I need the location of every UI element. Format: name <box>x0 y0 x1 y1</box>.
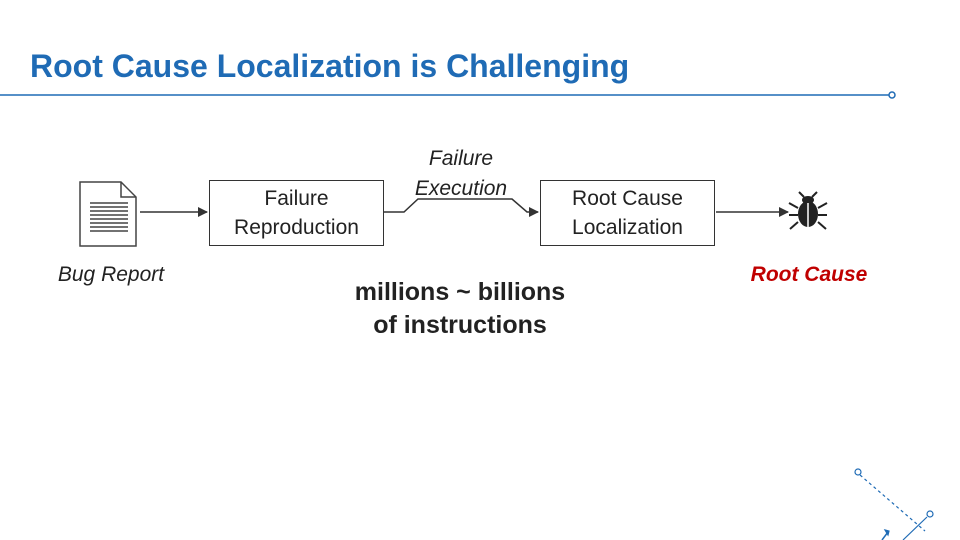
document-icon <box>79 181 137 247</box>
bug-icon <box>788 191 828 230</box>
failure-execution-line1: Failure <box>428 147 494 170</box>
title-underline-end-dot <box>888 91 896 99</box>
failure-execution-label: Failure Execution <box>396 144 526 204</box>
scale-note-line1: millions ~ billions <box>354 278 566 306</box>
root-cause-localization-line2: Localization <box>572 216 683 239</box>
root-cause-localization-box: Root Cause Localization <box>540 180 715 246</box>
failure-reproduction-line1: Failure <box>264 187 329 210</box>
scale-note-line2: of instructions <box>373 311 547 339</box>
failure-reproduction-box: Failure Reproduction <box>209 180 384 246</box>
scale-note: millions ~ billions of instructions <box>320 276 600 342</box>
failure-reproduction-line2: Reproduction <box>234 216 359 239</box>
bug-report-label: Bug Report <box>57 263 165 286</box>
root-cause-label: Root Cause <box>750 263 868 286</box>
corner-decoration <box>854 468 934 540</box>
slide-title: Root Cause Localization is Challenging <box>30 48 630 84</box>
arrow-execution-to-localization <box>384 198 539 217</box>
root-cause-localization-line1: Root Cause <box>572 187 683 210</box>
failure-execution-line2: Execution <box>414 177 508 200</box>
